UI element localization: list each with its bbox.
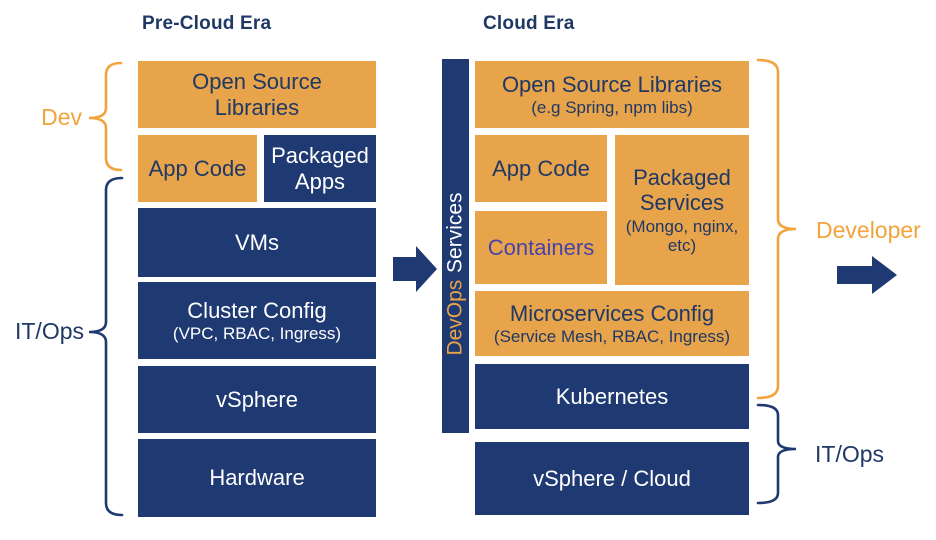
itops-right-brace	[756, 403, 797, 505]
itops-left-label: IT/Ops	[14, 318, 84, 344]
app-code-box: App Code	[138, 135, 257, 202]
containers-box: Containers	[475, 211, 607, 284]
developer-brace	[756, 58, 797, 400]
microservices-config-box: Microservices Config (Service Mesh, RBAC…	[475, 291, 749, 356]
packaged-services-label: Packaged Services	[633, 164, 731, 216]
packaged-services-box: Packaged Services (Mongo, nginx, etc)	[615, 135, 749, 285]
cluster-config-sublabel: (VPC, RBAC, Ingress)	[172, 324, 342, 344]
developer-output-arrow-icon	[837, 256, 897, 294]
kubernetes-box: Kubernetes	[475, 364, 749, 429]
cloud-era-title: Cloud Era	[483, 13, 575, 34]
itops-left-brace	[88, 176, 124, 517]
cloud-open-source-libraries-sublabel: (e.g Spring, npm libs)	[531, 98, 693, 118]
microservices-config-label: Microservices Config	[509, 300, 715, 326]
developer-label: Developer	[816, 217, 921, 243]
vms-label: VMs	[235, 229, 279, 255]
vsphere-cloud-label: vSphere / Cloud	[533, 465, 691, 491]
devops-label: DevOps	[443, 279, 467, 356]
pre-cloud-era-title: Pre-Cloud Era	[142, 13, 272, 34]
devops-services-bar-label: DevOps Services	[444, 192, 468, 355]
hardware-box: Hardware	[138, 439, 376, 517]
app-code-label: App Code	[148, 155, 247, 181]
vms-box: VMs	[138, 208, 376, 277]
devops-services-bar: DevOps Services	[442, 59, 469, 433]
vsphere-cloud-box: vSphere / Cloud	[475, 442, 749, 515]
dev-brace	[88, 61, 123, 172]
hardware-label: Hardware	[209, 465, 305, 491]
packaged-services-sublabel: (Mongo, nginx, etc)	[625, 217, 739, 256]
microservices-config-sublabel: (Service Mesh, RBAC, Ingress)	[493, 327, 731, 347]
cloud-app-code-label: App Code	[492, 155, 590, 181]
vsphere-label: vSphere	[216, 386, 298, 412]
cluster-config-box: Cluster Config (VPC, RBAC, Ingress)	[138, 282, 376, 359]
open-source-libraries-box: Open Source Libraries	[138, 61, 376, 128]
cloud-app-code-box: App Code	[475, 135, 607, 202]
kubernetes-label: Kubernetes	[555, 383, 669, 409]
cluster-config-label: Cluster Config	[187, 297, 327, 323]
cloud-open-source-libraries-label: Open Source Libraries	[501, 71, 723, 97]
open-source-libraries-label: Open Source Libraries	[192, 68, 322, 120]
packaged-apps-box: Packaged Apps	[264, 135, 376, 202]
services-label: Services	[443, 192, 467, 273]
cloud-open-source-libraries-box: Open Source Libraries (e.g Spring, npm l…	[475, 61, 749, 128]
transition-arrow-icon	[393, 246, 437, 292]
vsphere-box: vSphere	[138, 366, 376, 433]
dev-label: Dev	[41, 104, 82, 130]
containers-label: Containers	[487, 234, 595, 260]
packaged-apps-label: Packaged Apps	[271, 142, 369, 194]
itops-right-label: IT/Ops	[815, 441, 885, 467]
